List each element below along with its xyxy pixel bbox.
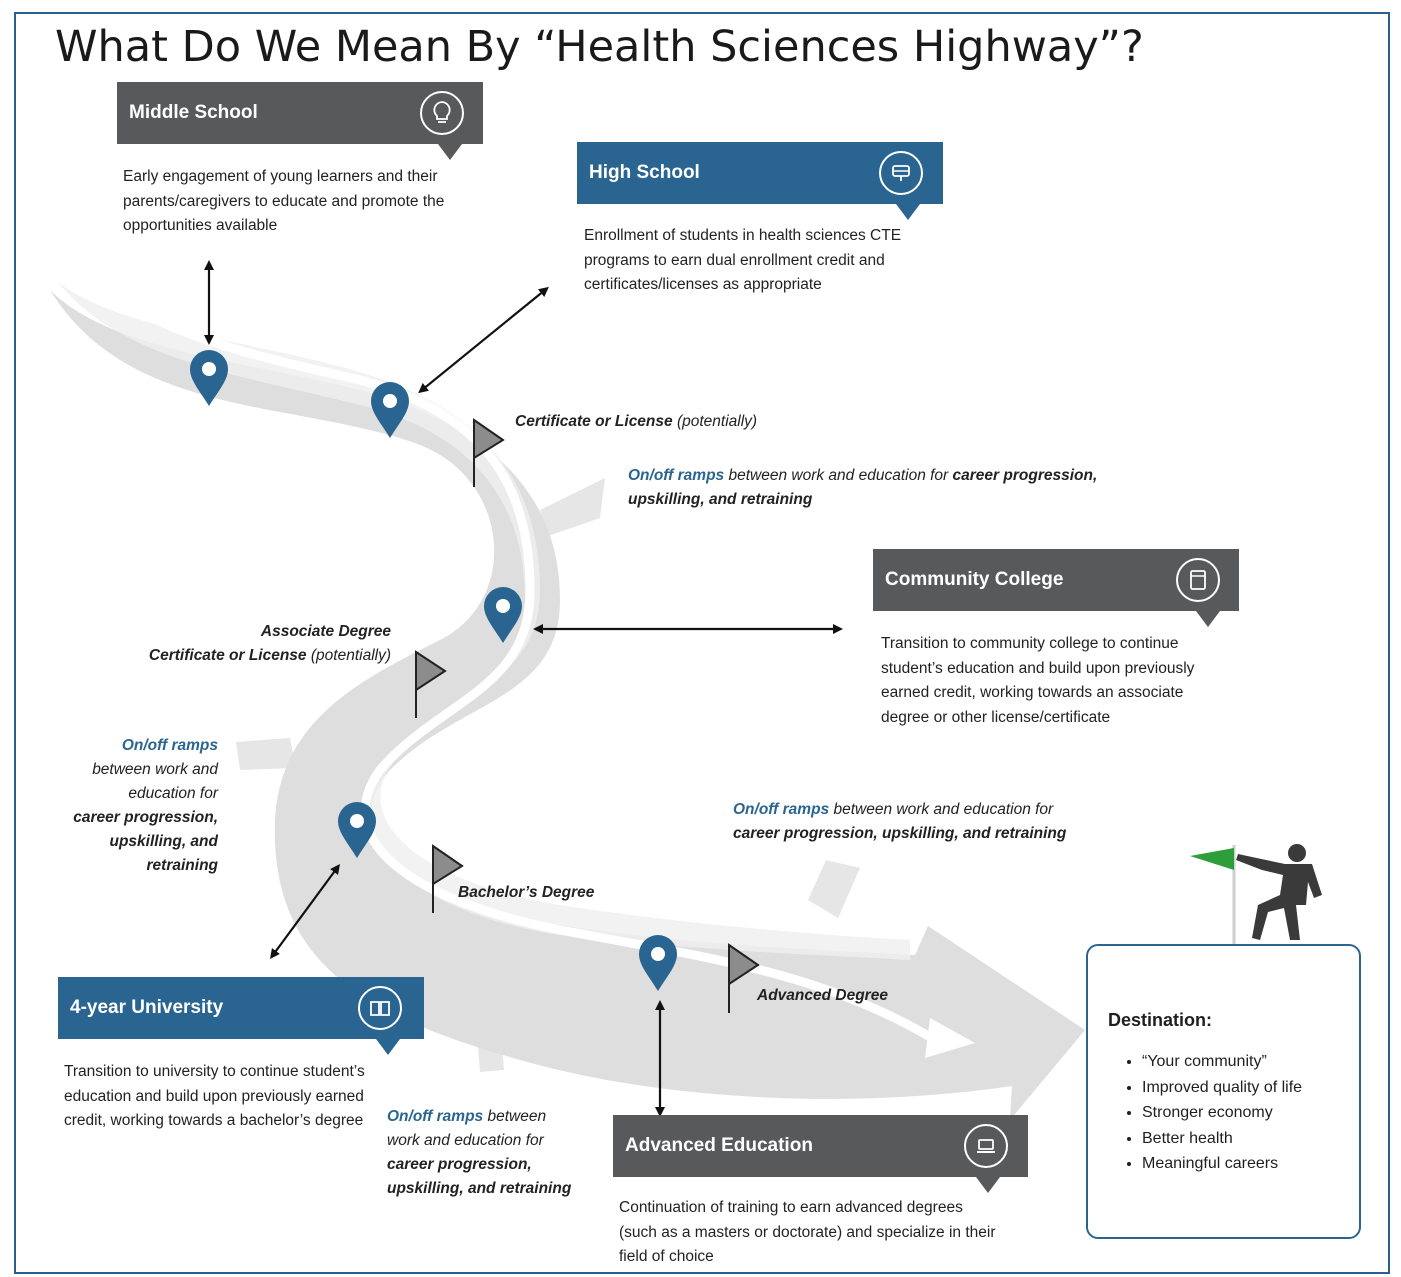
milestone-flag-icon <box>728 943 760 1013</box>
callout-pointer <box>438 144 462 160</box>
ramp-prefix: On/off ramps <box>628 467 725 484</box>
diagram-frame <box>14 12 1390 1274</box>
ramp-label-2: On/off ramps between work and education … <box>40 734 218 878</box>
building-icon <box>1176 558 1220 602</box>
page-title: What Do We Mean By “Health Sciences High… <box>55 22 1144 72</box>
stage-community-college: Community College <box>873 549 1239 611</box>
callout-pointer <box>376 1039 400 1055</box>
stage-description: Enrollment of students in health science… <box>584 227 902 293</box>
stage-description: Continuation of training to earn advance… <box>619 1199 996 1265</box>
location-pin-icons <box>190 350 677 991</box>
stage-label: Middle School <box>129 102 258 123</box>
ramp-stub-3 <box>808 860 860 918</box>
ramp-middle: work and education for <box>387 1132 544 1149</box>
milestone-label: Certificate or License <box>515 413 673 430</box>
stage-label: Advanced Education <box>625 1135 813 1156</box>
ramp-middle: between work and <box>92 761 218 778</box>
milestone-associate: Associate Degree Certificate or License … <box>108 620 391 668</box>
ramp-label-4: On/off ramps between work and education … <box>387 1105 617 1201</box>
ramp-suffix: retraining <box>146 857 218 874</box>
ramp-suffix: upskilling, and <box>109 833 218 850</box>
highway-center-line <box>90 265 940 1045</box>
milestone-flag-icon <box>473 418 505 487</box>
destination-item: “Your community” <box>1142 1049 1302 1075</box>
stage-university: 4-year University <box>58 977 424 1039</box>
ramp-stub-1 <box>540 478 605 536</box>
ramp-prefix: On/off ramps <box>387 1108 484 1125</box>
milestone-flag-icon <box>432 844 464 913</box>
ramp-label-3: On/off ramps between work and education … <box>733 798 1213 846</box>
callout-pointer <box>1196 611 1220 627</box>
milestone-qualifier: (potentially) <box>676 413 758 430</box>
stage-label: Community College <box>885 569 1064 590</box>
ramp-suffix: career progression, upskilling, and retr… <box>733 825 1067 842</box>
milestone-advanced-degree: Advanced Degree <box>757 987 888 1004</box>
location-pin-icon <box>190 350 228 406</box>
stage-advanced-education: Advanced Education <box>613 1115 1028 1177</box>
milestone-flag-icon <box>415 650 447 718</box>
ramp-middle: between work and education for <box>833 801 1054 818</box>
destination-list: “Your community” Improved quality of lif… <box>1088 1049 1302 1177</box>
ramp-suffix: career progression, <box>952 467 1098 484</box>
stage-high-school: High School <box>577 142 943 204</box>
milestone-bachelors: Bachelor’s Degree <box>458 884 595 901</box>
stage-description: Transition to university to continue stu… <box>64 1063 365 1129</box>
ramp-prefix: On/off ramps <box>733 801 830 818</box>
lightbulb-icon <box>420 91 464 135</box>
ramp-prefix: On/off ramps <box>121 737 218 754</box>
destination-item: Improved quality of life <box>1142 1075 1302 1101</box>
ramp-suffix: career progression, <box>73 809 218 826</box>
ramp-suffix: career progression, <box>387 1156 532 1173</box>
connector-arrows <box>204 260 843 1117</box>
milestone-certificate: Certificate or License (potentially) <box>515 410 757 434</box>
stage-label: 4-year University <box>70 997 224 1018</box>
milestone-label: Certificate or License <box>148 647 307 664</box>
location-pin-icon <box>639 935 677 991</box>
destination-item: Stronger economy <box>1142 1100 1302 1126</box>
callout-pointer <box>976 1177 1000 1193</box>
person-with-flag-icon <box>1190 844 1322 945</box>
milestone-label: Associate Degree <box>260 623 391 640</box>
stage-middle-school: Middle School <box>117 82 483 144</box>
stage-description: Early engagement of young learners and t… <box>123 168 445 234</box>
laptop-icon <box>964 1124 1008 1168</box>
destination-item: Better health <box>1142 1126 1302 1152</box>
ramp-middle: between work and education for <box>728 467 949 484</box>
book-icon <box>358 986 402 1030</box>
destination-item: Meaningful careers <box>1142 1151 1302 1177</box>
milestone-qualifier: (potentially) <box>310 647 391 664</box>
monitor-icon <box>879 151 923 195</box>
ramp-stub-2 <box>236 738 296 770</box>
ramp-middle: education for <box>128 785 218 802</box>
stage-description: Transition to community college to conti… <box>881 635 1195 726</box>
ramp-middle: between <box>487 1108 547 1125</box>
destination-heading: Destination: <box>1108 1010 1213 1030</box>
location-pin-icon <box>338 802 376 858</box>
callout-pointer <box>896 204 920 220</box>
stage-label: High School <box>589 162 700 183</box>
destination-box: Destination: “Your community” Improved q… <box>1086 944 1361 1239</box>
ramp-suffix: upskilling, and retraining <box>387 1180 572 1197</box>
location-pin-icon <box>371 382 409 438</box>
ramp-label-1: On/off ramps between work and education … <box>628 464 1208 512</box>
ramp-suffix: upskilling, and retraining <box>628 491 813 508</box>
milestone-flag-icons <box>415 418 760 1013</box>
location-pin-icon <box>484 587 522 643</box>
